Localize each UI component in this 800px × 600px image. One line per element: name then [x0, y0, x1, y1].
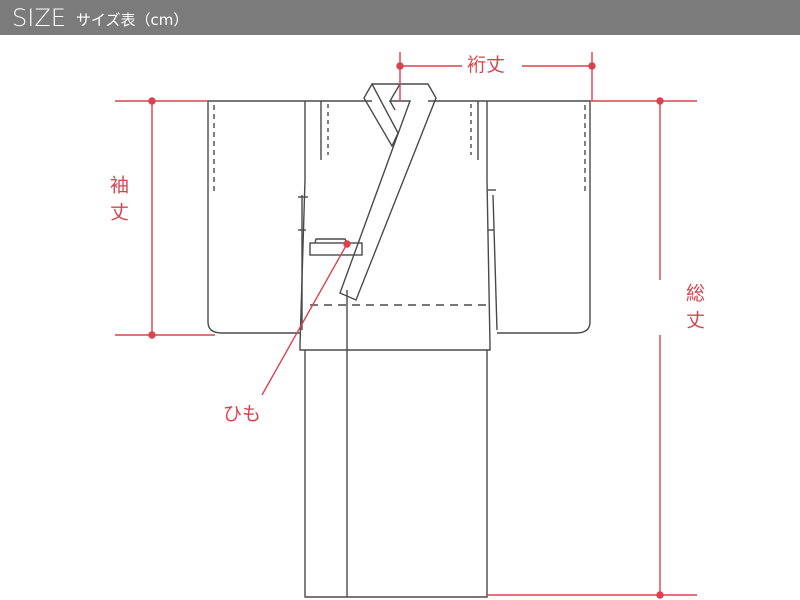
- header-title: SIZE: [12, 3, 66, 32]
- kimono-outline: [207, 82, 591, 598]
- dimension-lines: [115, 52, 697, 599]
- header-bar: SIZE サイズ表（cm）: [0, 0, 800, 35]
- lower-robe: [304, 350, 488, 598]
- label-himo: ひも: [223, 403, 262, 425]
- right-sleeve: [487, 100, 591, 334]
- label-yuki: 裄丈: [467, 54, 506, 76]
- left-sleeve: [207, 100, 305, 334]
- himo-tie: [309, 242, 363, 256]
- jacket-body: [299, 101, 491, 351]
- label-sode: 袖丈: [107, 175, 129, 229]
- collar: [339, 83, 437, 301]
- header-subtitle: サイズ表（cm）: [75, 11, 189, 29]
- label-sou: 総丈: [683, 283, 705, 337]
